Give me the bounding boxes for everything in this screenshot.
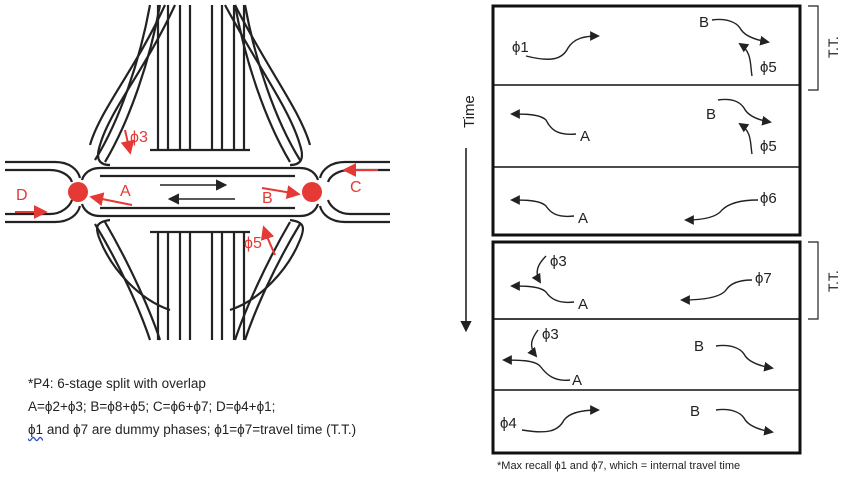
stage-4-label-2: ϕ7 xyxy=(755,270,772,287)
stage-1-label-1: B xyxy=(699,14,709,31)
stage-frame-top xyxy=(491,4,802,237)
stage-5-label-2: B xyxy=(694,338,704,355)
label-phi3: ϕ3 xyxy=(130,129,148,146)
tt-label-top: T.T. xyxy=(825,36,841,58)
stage-1-label-0: ϕ1 xyxy=(512,39,529,56)
label-phi5: ϕ5 xyxy=(244,235,262,252)
tt-label-bottom: T.T. xyxy=(825,270,841,292)
interchange-diagram: ϕ3 A B C D ϕ5 xyxy=(5,4,390,341)
movement-arrows xyxy=(502,18,774,436)
label-C: C xyxy=(350,179,362,196)
note-line-2: A=ϕ2+ϕ3; B=ϕ8+ϕ5; C=ϕ6+ϕ7; D=ϕ4+ϕ1; xyxy=(28,399,276,414)
stage-3-label-1: ϕ6 xyxy=(760,190,777,207)
intersection-labels: ϕ3 A B C D ϕ5 xyxy=(16,129,362,252)
stage-4-label-0: ϕ3 xyxy=(550,253,567,270)
signal-node-right xyxy=(302,182,322,202)
stage-6-label-0: ϕ4 xyxy=(500,415,517,432)
note-line-1: *P4: 6-stage split with overlap xyxy=(28,376,206,391)
stage-5-label-0: ϕ3 xyxy=(542,326,559,343)
stage-frame-bottom xyxy=(491,240,802,455)
note-line-3-phi1: ϕ1 xyxy=(28,422,44,437)
stage-1-label-2: ϕ5 xyxy=(760,59,777,76)
stage-5-label-1: A xyxy=(572,372,582,389)
time-label: Time xyxy=(461,95,478,128)
stage-2-label-1: B xyxy=(706,106,716,123)
label-B: B xyxy=(262,190,273,207)
stage-2-label-2: ϕ5 xyxy=(760,138,777,155)
note-line-3: ϕ1 and ϕ7 are dummy phases; ϕ1=ϕ7=travel… xyxy=(28,422,356,437)
roads xyxy=(5,4,390,341)
signal-node-left xyxy=(68,182,88,202)
stage-6-label-1: B xyxy=(690,403,700,420)
label-D: D xyxy=(16,187,28,204)
label-A: A xyxy=(120,183,131,200)
stage-footnote: *Max recall ϕ1 and ϕ7, which = internal … xyxy=(497,460,741,472)
approach-arrows xyxy=(15,129,378,256)
note-line-3-rest: and ϕ7 are dummy phases; ϕ1=ϕ7=travel ti… xyxy=(43,422,357,437)
stage-4-label-1: A xyxy=(578,296,588,313)
stage-labels: ϕ1 B ϕ5 A B ϕ5 A ϕ6 ϕ3 A ϕ7 ϕ3 A B ϕ4 B xyxy=(500,14,777,432)
stage-3-label-0: A xyxy=(578,210,588,227)
stage-2-label-0: A xyxy=(580,128,590,145)
stage-diagram: Time ϕ1 xyxy=(460,4,841,455)
tt-brackets xyxy=(808,5,819,320)
